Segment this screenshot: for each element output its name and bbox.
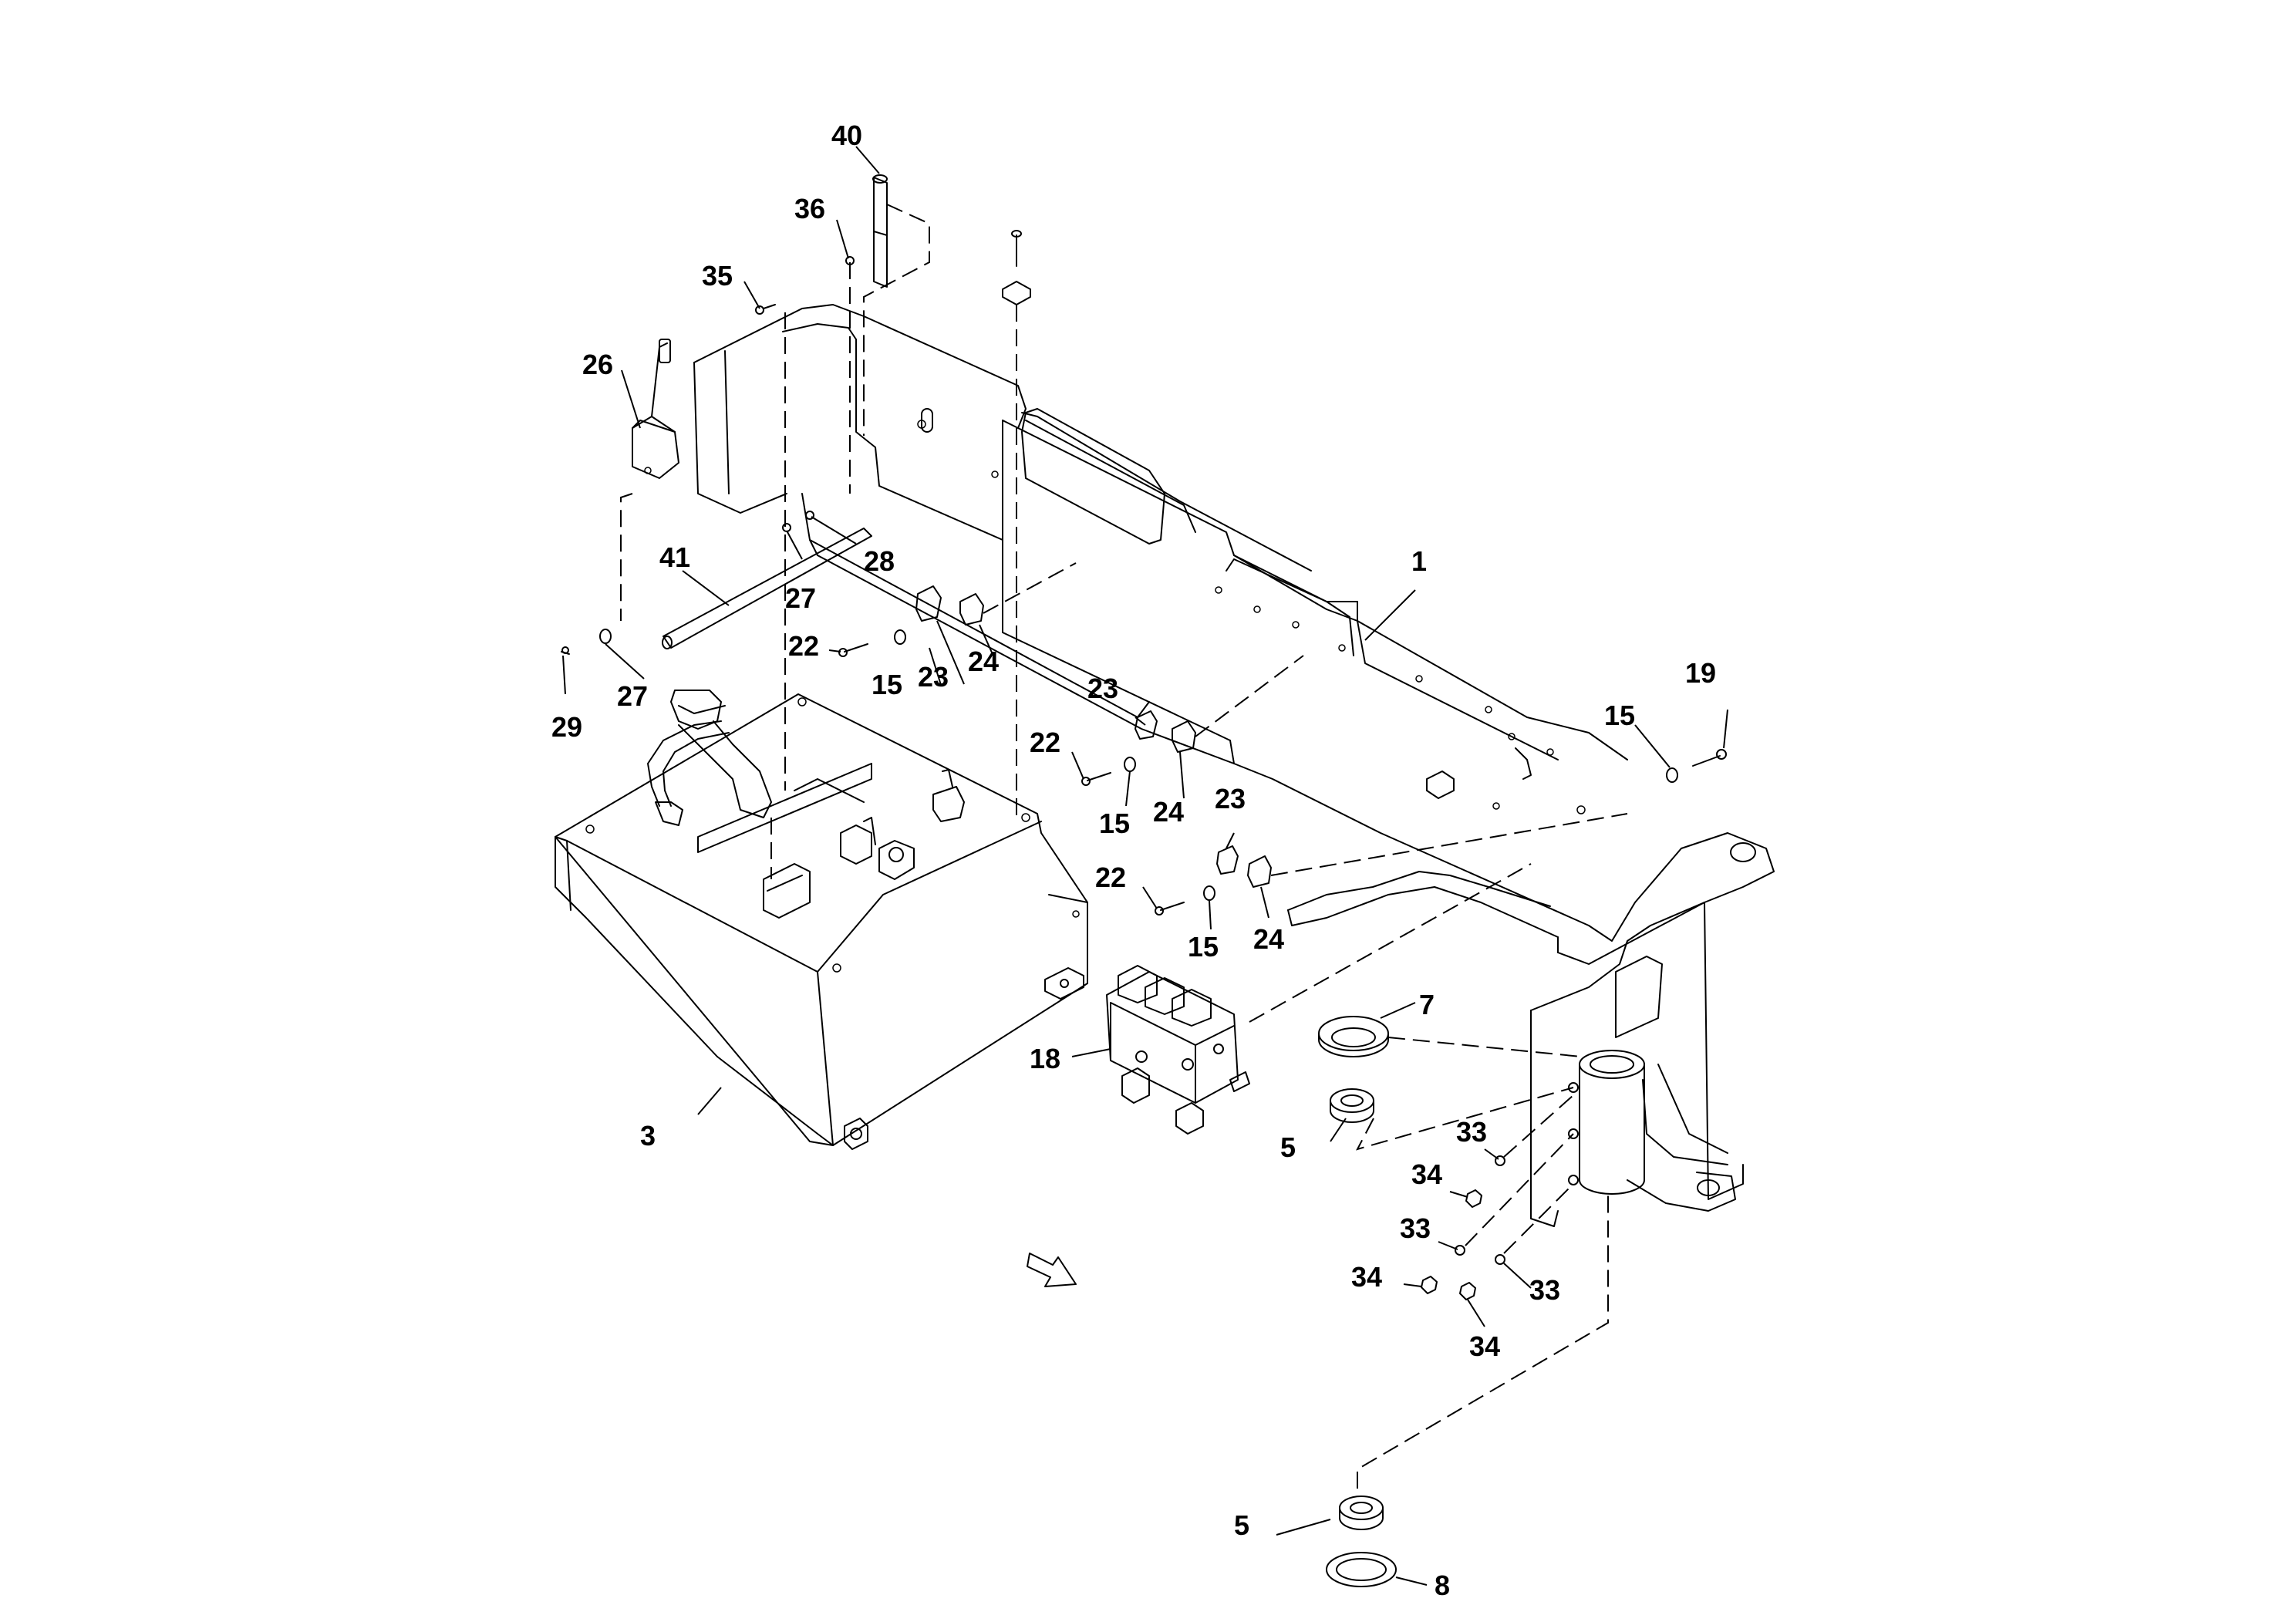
hardware: [561, 230, 1727, 1300]
callout-29: 29: [551, 711, 582, 743]
valve-block-18: [1106, 965, 1250, 1135]
callout-26: 26: [582, 349, 613, 380]
leader-lines: [562, 146, 1728, 1586]
callout-22: 22: [1030, 727, 1060, 758]
callout-22: 22: [1095, 862, 1126, 893]
callout-27: 27: [617, 680, 648, 712]
callout-41: 41: [659, 541, 690, 573]
assembly-lines: [620, 204, 1628, 1489]
callout-36: 36: [794, 193, 825, 224]
pivot-tube: [1568, 1050, 1645, 1195]
main-frame: [693, 304, 1775, 1227]
callout-34: 34: [1411, 1158, 1442, 1190]
callout-24: 24: [968, 646, 999, 677]
callout-labels: 1 3 5 5 7 8 15 15 15 15 18 19 22 22 22 2…: [551, 120, 1716, 1601]
callout-22: 22: [788, 630, 819, 662]
callout-15: 15: [872, 669, 902, 700]
callout-23: 23: [1087, 673, 1118, 704]
callout-15: 15: [1099, 808, 1130, 839]
callout-34: 34: [1469, 1330, 1500, 1362]
callout-7: 7: [1419, 989, 1435, 1020]
callout-5: 5: [1280, 1131, 1296, 1163]
callout-19: 19: [1685, 657, 1716, 689]
callout-18: 18: [1030, 1043, 1060, 1074]
callout-23: 23: [1215, 783, 1246, 814]
hydraulic-tank: [555, 690, 1088, 1150]
callout-33: 33: [1400, 1212, 1431, 1244]
seals-and-bearings: [1318, 1016, 1397, 1587]
callout-8: 8: [1435, 1570, 1450, 1601]
callout-35: 35: [702, 260, 733, 292]
callout-33: 33: [1456, 1116, 1487, 1148]
arrow-icon: [1027, 1253, 1077, 1287]
callout-28: 28: [864, 545, 895, 577]
sensor-bracket-26: [632, 339, 679, 479]
callout-24: 24: [1153, 796, 1184, 828]
callout-27: 27: [785, 582, 816, 614]
callout-33: 33: [1529, 1274, 1560, 1306]
callout-34: 34: [1351, 1261, 1382, 1293]
callout-24: 24: [1253, 923, 1284, 955]
callout-1: 1: [1411, 545, 1427, 577]
callout-15: 15: [1188, 931, 1219, 963]
callout-15: 15: [1604, 700, 1635, 731]
callout-40: 40: [831, 120, 862, 151]
callout-3: 3: [640, 1120, 656, 1152]
callout-5: 5: [1234, 1509, 1249, 1541]
rods: [662, 174, 888, 649]
callout-23: 23: [918, 661, 949, 693]
